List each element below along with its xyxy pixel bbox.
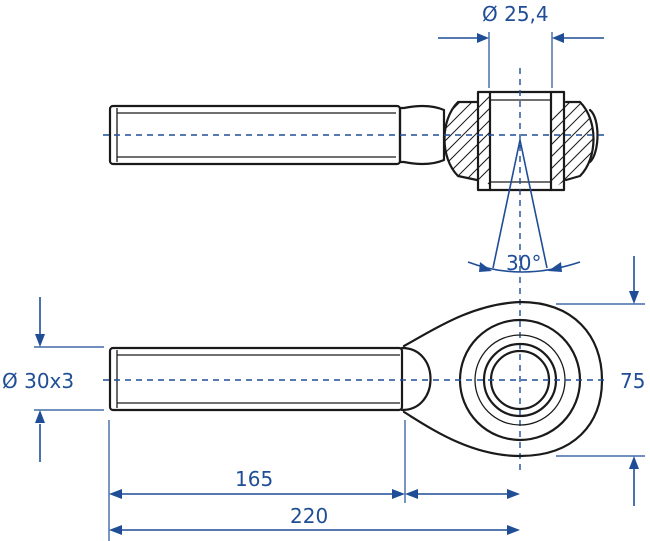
thread-dimension: Ø 30x3 (2, 297, 104, 462)
angle-dimension: 30° (467, 139, 581, 275)
plan-eye-outline (402, 300, 604, 458)
thread-label: Ø 30x3 (2, 369, 74, 393)
bore-diameter-label: Ø 25,4 (482, 2, 549, 26)
angle-label: 30° (506, 251, 541, 275)
plan-view (103, 300, 606, 458)
overall-length-label: 220 (290, 504, 328, 528)
eye-width-label: 75 (620, 369, 645, 393)
eye-width-dimension: 75 (556, 256, 645, 506)
side-knob-right (588, 108, 599, 164)
length-dimensions: 165 220 (108, 420, 520, 541)
side-housing-left (443, 100, 479, 182)
plan-neck (400, 346, 432, 412)
thread-length-label: 165 (235, 467, 273, 491)
bore-dimension: Ø 25,4 (438, 2, 604, 88)
side-neck (398, 104, 446, 166)
plan-shank (108, 346, 404, 412)
